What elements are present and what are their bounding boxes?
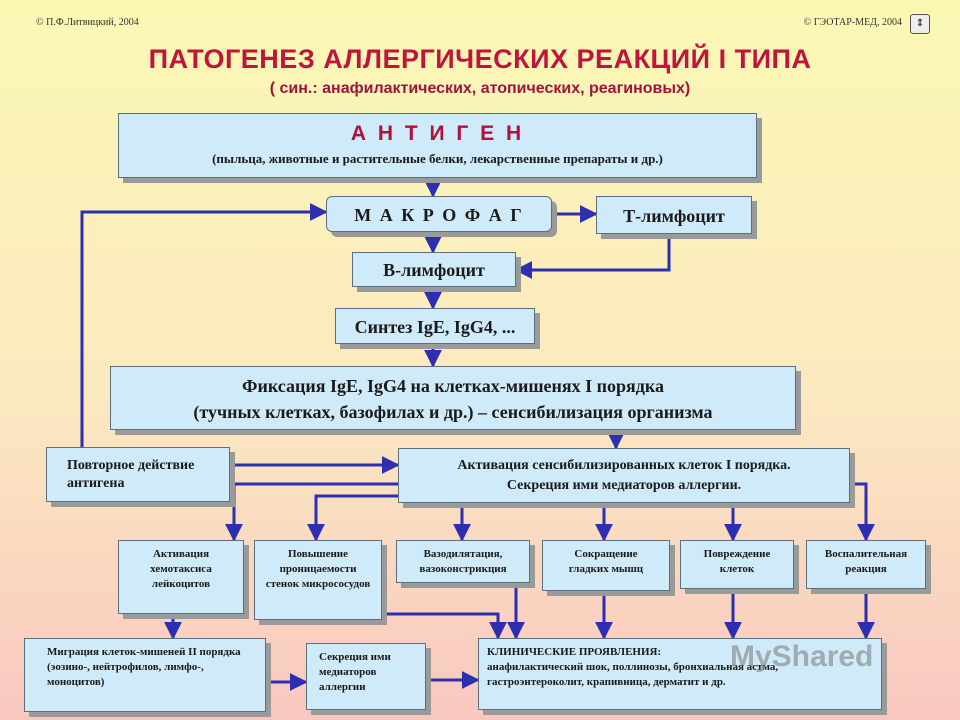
page-title: ПАТОГЕНЕЗ АЛЛЕРГИЧЕСКИХ РЕАКЦИЙ I ТИПА bbox=[148, 44, 812, 74]
nav-arrows-icon[interactable]: ⇕ bbox=[910, 14, 930, 34]
repeated-antigen-box: Повторное действие антигена bbox=[46, 447, 230, 502]
page-subtitle: ( син.: анафилактических, атопических, р… bbox=[269, 80, 691, 97]
macrophage-box: М А К Р О Ф А Г bbox=[326, 196, 552, 232]
antigen-box: А Н Т И Г Е Н (пыльца, животные и растит… bbox=[118, 113, 757, 178]
fixation-box: Фиксация IgE, IgG4 на клетках-мишенях I … bbox=[110, 366, 796, 430]
arrow-act-permeability bbox=[307, 494, 400, 542]
b-lymphocyte-box: В-лимфоцит bbox=[352, 252, 516, 287]
watermark-logo: MyShared bbox=[730, 640, 874, 673]
fixation-line2: (тучных клетках, базофилах и др.) – сенс… bbox=[193, 402, 713, 422]
synthesis-box: Синтез IgE, IgG4, ... bbox=[335, 308, 535, 344]
activation-line2: Секреция ими медиаторов аллергии. bbox=[506, 478, 742, 493]
arrow-act-inflammation bbox=[850, 482, 875, 542]
copyright-left: © П.Ф.Литвицкий, 2004 bbox=[36, 17, 139, 28]
inflammation-box: Воспалительная реакция bbox=[806, 540, 926, 589]
arrow-repeated-macrophage bbox=[80, 203, 328, 447]
migration-box: Миграция клеток-мишеней II порядка (эози… bbox=[24, 638, 266, 712]
activation-box: Активация сенсибилизированных клеток I п… bbox=[398, 448, 850, 503]
clinical-title: КЛИНИЧЕСКИЕ ПРОЯВЛЕНИЯ: bbox=[487, 646, 662, 658]
clinical-text: анафилактический шок, поллинозы, бронхиа… bbox=[487, 661, 779, 688]
mediator-secretion-box: Секреция ими медиаторов аллергии bbox=[306, 643, 426, 710]
arrow-permeability-clinical bbox=[382, 612, 507, 640]
cell-damage-box: Повреждение клеток bbox=[680, 540, 794, 589]
fixation-line1: Фиксация IgE, IgG4 на клетках-мишенях I … bbox=[242, 376, 664, 396]
vasodilation-box: Вазодилятация, вазоконстрикция bbox=[396, 540, 530, 583]
copyright-right: © ГЭОТАР-МЕД, 2004 bbox=[803, 17, 902, 28]
clinical-box: КЛИНИЧЕСКИЕ ПРОЯВЛЕНИЯ: анафилактический… bbox=[478, 638, 882, 710]
arrow-t-b bbox=[514, 234, 671, 279]
antigen-title: А Н Т И Г Е Н bbox=[350, 122, 525, 145]
smooth-muscle-box: Сокращение гладких мышц bbox=[542, 540, 670, 591]
arrow-act-chemotaxis bbox=[225, 482, 400, 542]
permeability-box: Повышение проницаемости стенок микрососу… bbox=[254, 540, 382, 620]
activation-line1: Активация сенсибилизированных клеток I п… bbox=[457, 458, 791, 473]
t-lymphocyte-box: Т-лимфоцит bbox=[596, 196, 752, 234]
chemotaxis-box: Активация хемотаксиса лейкоцитов bbox=[118, 540, 244, 614]
antigen-subtitle: (пыльца, животные и растительные белки, … bbox=[212, 151, 663, 166]
